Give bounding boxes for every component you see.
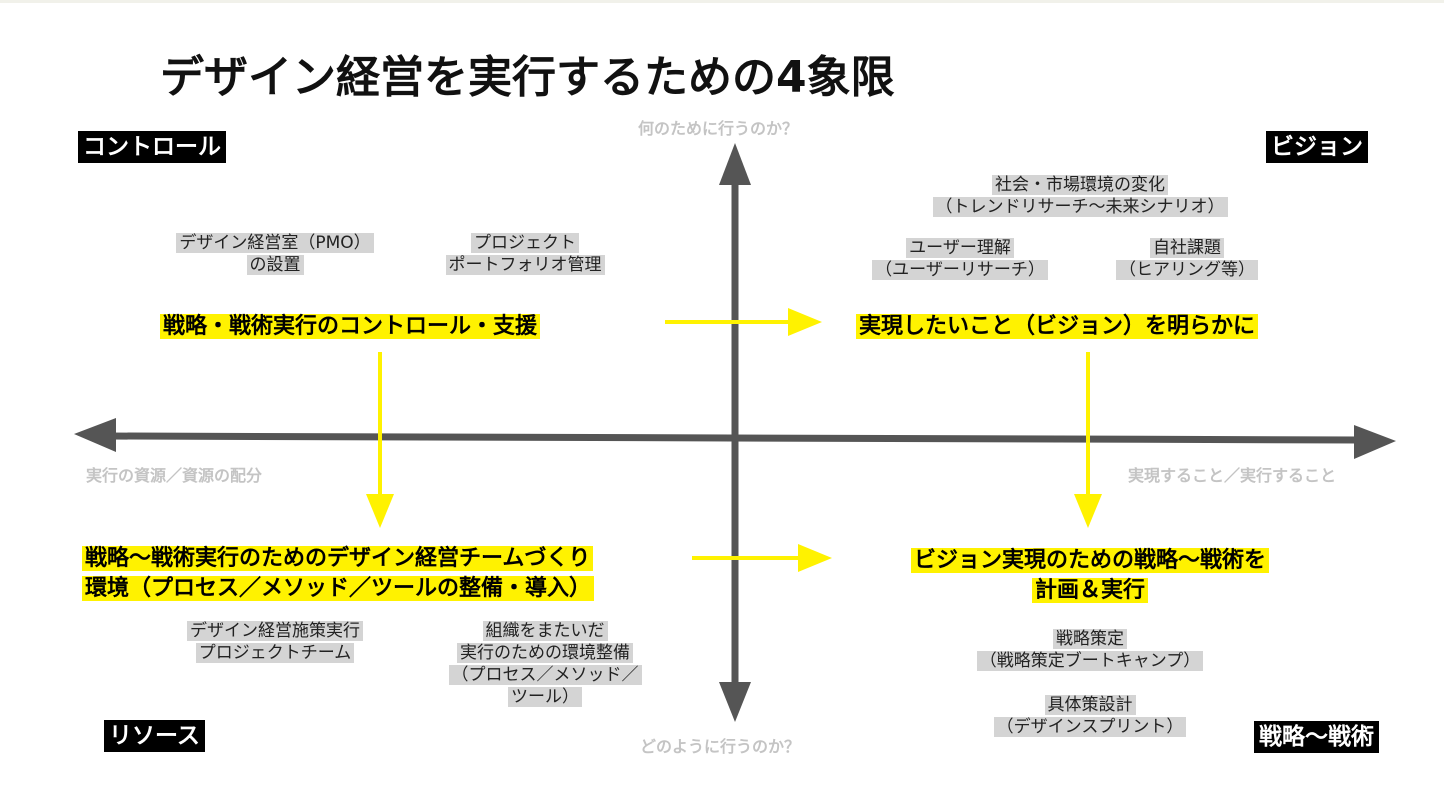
arrow-control-to-vision-head <box>788 308 822 336</box>
note-strategy-bootcamp: 戦略策定 （戦略策定ブートキャンプ） <box>950 628 1230 672</box>
note-line: （トレンドリサーチ〜未来シナリオ） <box>932 197 1228 217</box>
note-line: （デザインスプリント） <box>993 717 1187 737</box>
axis-label-top: 何のために行うのか？ <box>638 119 799 138</box>
note-line: デザイン経営施策実行 <box>187 621 363 641</box>
note-line: （戦略策定ブートキャンプ） <box>976 651 1204 671</box>
note-line: の設置 <box>246 255 304 275</box>
note-line: プロジェクトチーム <box>195 643 355 663</box>
main-strategy-line: 計画＆実行 <box>1031 578 1148 603</box>
axis-label-left: 実行の資源／資源の配分 <box>86 466 263 485</box>
arrow-resource-to-strategy-head <box>798 544 832 572</box>
note-pmo: デザイン経営室（PMO） の設置 <box>150 232 400 276</box>
note-line: 組織をまたいだ <box>482 621 608 641</box>
note-design-sprint: 具体策設計 （デザインスプリント） <box>970 694 1210 738</box>
axis-label-right: 実現すること／実行すること <box>1128 466 1337 485</box>
arrow-vision-to-strategy-head <box>1074 494 1102 528</box>
corner-label-strategy: 戦略〜戦術 <box>1254 721 1379 753</box>
top-divider <box>0 0 1444 3</box>
note-line: 戦略策定 <box>1053 629 1127 649</box>
main-control: 戦略・戦術実行のコントロール・支援 <box>160 312 541 342</box>
main-vision-text: 実現したいこと（ビジョン）を明らかに <box>856 314 1259 339</box>
x-axis-left-arrowhead <box>74 418 116 452</box>
note-line: 具体策設計 <box>1044 695 1136 715</box>
x-axis-right-arrowhead <box>1354 425 1396 459</box>
main-vision: 実現したいこと（ビジョン）を明らかに <box>856 312 1259 342</box>
note-line: ポートフォリオ管理 <box>445 255 605 275</box>
note-portfolio: プロジェクト ポートフォリオ管理 <box>420 232 630 276</box>
main-resource-line: 戦略〜戦術実行のためのデザイン経営チームづくり <box>82 546 594 571</box>
page-title: デザイン経営を実行するための4象限 <box>160 52 895 103</box>
main-strategy-line: ビジョン実現のための戦略〜戦術を <box>910 548 1269 573</box>
note-line: ユーザー理解 <box>906 238 1014 258</box>
note-line: （プロセス／メソッド／ <box>448 665 642 685</box>
note-line: 自社課題 <box>1150 238 1224 258</box>
note-line: デザイン経営室（PMO） <box>176 233 374 253</box>
arrow-control-to-resource-head <box>366 494 394 528</box>
note-line: プロジェクト <box>471 233 579 253</box>
note-line: ツール） <box>508 687 582 707</box>
note-environment: 組織をまたいだ 実行のための環境整備 （プロセス／メソッド／ ツール） <box>425 620 665 708</box>
note-user-research: ユーザー理解 （ユーザーリサーチ） <box>850 237 1070 281</box>
corner-label-control: コントロール <box>78 131 226 163</box>
note-social-market: 社会・市場環境の変化 （トレンドリサーチ〜未来シナリオ） <box>880 174 1280 218</box>
main-resource-line: 環境（プロセス／メソッド／ツールの整備・導入） <box>82 576 595 601</box>
note-company-issues: 自社課題 （ヒアリング等） <box>1092 237 1282 281</box>
note-line: 実行のための環境整備 <box>457 643 633 663</box>
axis-label-bottom: どのように行うのか？ <box>640 737 801 756</box>
y-axis-top-arrowhead <box>719 143 751 185</box>
note-line: 社会・市場環境の変化 <box>992 175 1168 195</box>
corner-label-resource: リソース <box>104 720 205 752</box>
main-resource: 戦略〜戦術実行のためのデザイン経営チームづくり 環境（プロセス／メソッド／ツール… <box>82 544 595 604</box>
note-line: （ユーザーリサーチ） <box>872 260 1048 280</box>
main-strategy: ビジョン実現のための戦略〜戦術を 計画＆実行 <box>860 546 1320 606</box>
y-axis-bottom-arrowhead <box>719 682 751 722</box>
main-control-text: 戦略・戦術実行のコントロール・支援 <box>160 314 541 339</box>
note-line: （ヒアリング等） <box>1116 260 1258 280</box>
note-project-team: デザイン経営施策実行 プロジェクトチーム <box>160 620 390 664</box>
corner-label-vision: ビジョン <box>1266 131 1368 163</box>
